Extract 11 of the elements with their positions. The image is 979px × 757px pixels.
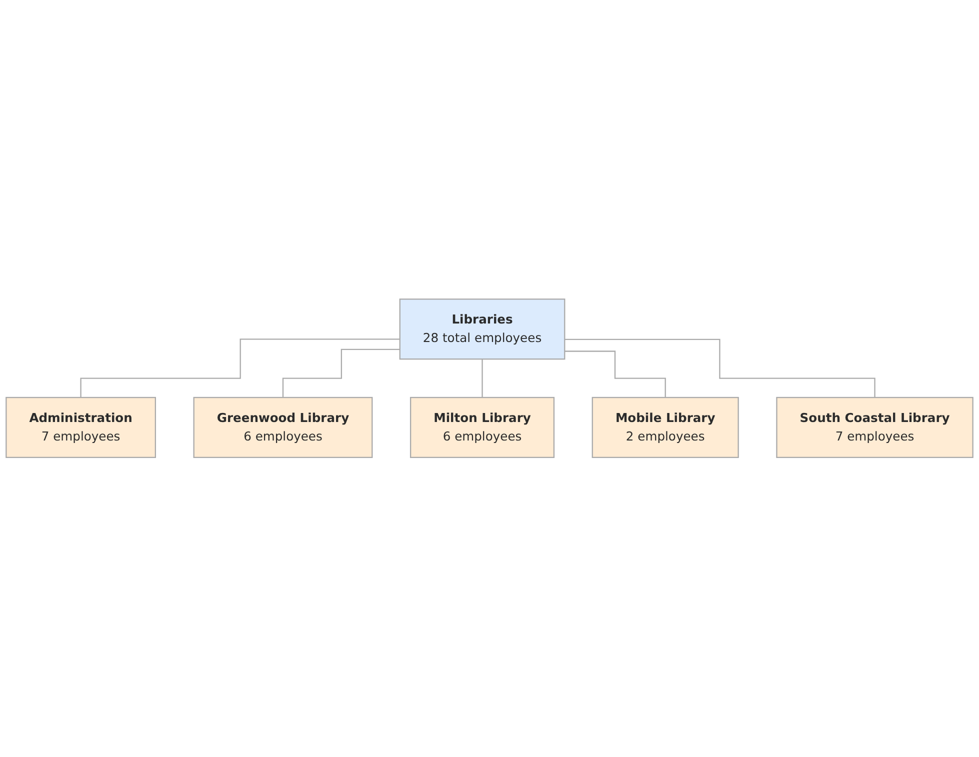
connector <box>282 349 400 398</box>
node-box: Mobile Library 2 employees <box>592 397 739 458</box>
node-box: South Coastal Library 7 employees <box>776 397 974 458</box>
node-box: Milton Library 6 employees <box>410 397 555 458</box>
node-box: Libraries 28 total employees <box>399 298 566 360</box>
connector <box>564 339 876 398</box>
connector <box>564 350 666 398</box>
connector <box>80 338 400 398</box>
node-box: Greenwood Library 6 employees <box>193 397 373 458</box>
node-box: Administration 7 employees <box>6 397 156 458</box>
connector <box>482 358 483 398</box>
